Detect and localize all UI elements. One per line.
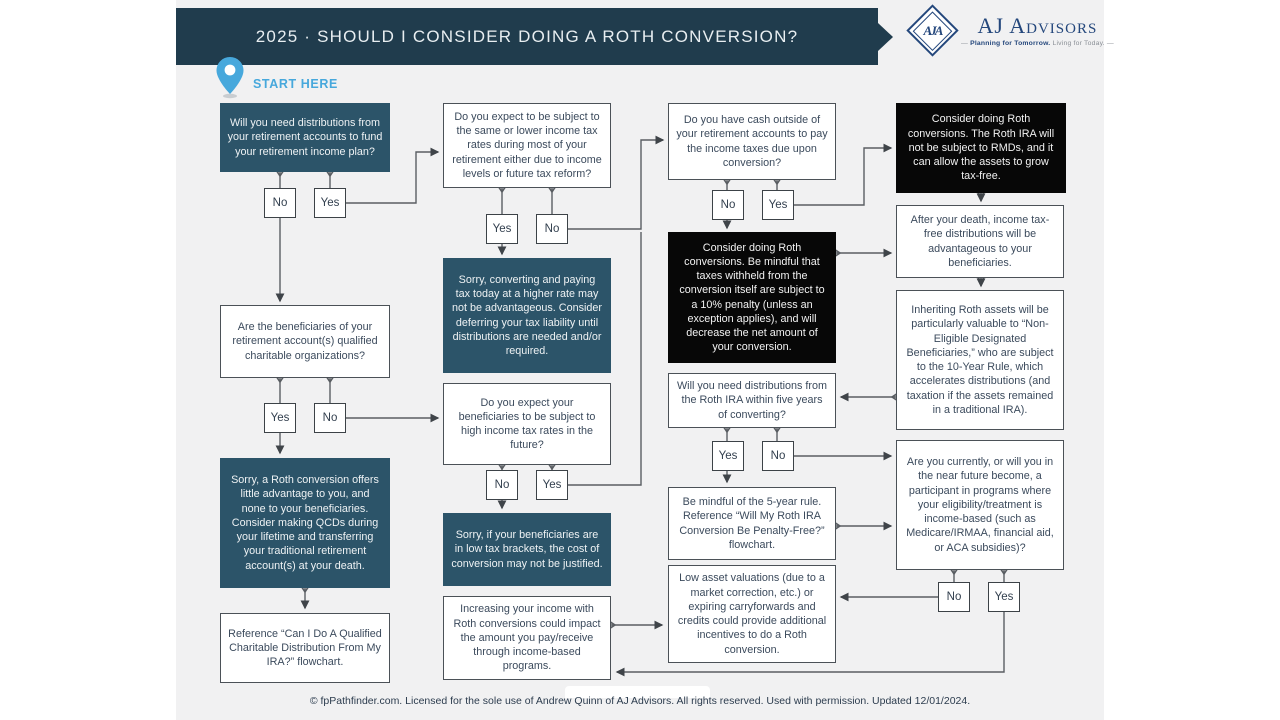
node-b2: Consider doing Roth conversions. Be mind…	[668, 232, 836, 363]
node-q7: Are you currently, or will you in the ne…	[896, 440, 1064, 570]
node-i5: Low asset valuations (due to a market co…	[668, 565, 836, 663]
node-b1: Consider doing Roth conversions. The Rot…	[896, 103, 1066, 193]
start-here-label: START HERE	[253, 77, 338, 91]
node-t3: Sorry, if your beneficiaries are in low …	[443, 513, 611, 586]
logo-tagline: — Planning for Tomorrow. Living for Toda…	[961, 39, 1114, 47]
node-q4: Are the beneficiaries of your retirement…	[220, 305, 390, 378]
node-t1: Sorry, converting and paying tax today a…	[443, 258, 611, 373]
header-arrow-tip	[878, 23, 893, 51]
choice-q2-yes: Yes	[486, 214, 518, 244]
footer-license-text: © fpPathfinder.com. Licensed for the sol…	[309, 695, 971, 707]
choice-q1-no: No	[264, 188, 296, 218]
choice-q5-no: No	[486, 470, 518, 500]
choice-q5-yes: Yes	[536, 470, 568, 500]
logo-monogram: AJA	[923, 22, 942, 38]
choice-q4-yes: Yes	[264, 403, 296, 433]
choice-q3-no: No	[712, 190, 744, 220]
choice-q4-no: No	[314, 403, 346, 433]
choice-q2-no: No	[536, 214, 568, 244]
node-q6: Will you need distributions from the Rot…	[668, 373, 836, 428]
choice-q7-yes: Yes	[988, 582, 1020, 612]
choice-q7-no: No	[938, 582, 970, 612]
node-i2: Inheriting Roth assets will be particula…	[896, 290, 1064, 430]
node-t2: Sorry, a Roth conversion offers little a…	[220, 458, 390, 588]
logo-diamond-icon: AJA	[906, 4, 959, 57]
choice-q1-yes: Yes	[314, 188, 346, 218]
node-q5: Do you expect your beneficiaries to be s…	[443, 383, 611, 465]
logo-name: AJ Advisors	[977, 12, 1098, 38]
node-i4: Be mindful of the 5-year rule. Reference…	[668, 487, 836, 560]
footer-tab	[565, 686, 710, 698]
node-q3: Do you have cash outside of your retirem…	[668, 103, 836, 180]
map-pin-icon	[216, 57, 244, 99]
page-title: 2025 · SHOULD I CONSIDER DOING A ROTH CO…	[255, 26, 799, 46]
company-logo: AJA AJ Advisors — Planning for Tomorrow.…	[906, 4, 1114, 57]
node-r1: Reference “Can I Do A Qualified Charitab…	[220, 613, 390, 683]
node-q2: Do you expect to be subject to the same …	[443, 103, 611, 188]
header-bar: 2025 · SHOULD I CONSIDER DOING A ROTH CO…	[176, 8, 878, 65]
choice-q6-yes: Yes	[712, 441, 744, 471]
choice-q3-yes: Yes	[762, 190, 794, 220]
node-i3: Increasing your income with Roth convers…	[443, 596, 611, 680]
choice-q6-no: No	[762, 441, 794, 471]
node-i1: After your death, income tax-free distri…	[896, 205, 1064, 278]
node-q1: Will you need distributions from your re…	[220, 103, 390, 172]
